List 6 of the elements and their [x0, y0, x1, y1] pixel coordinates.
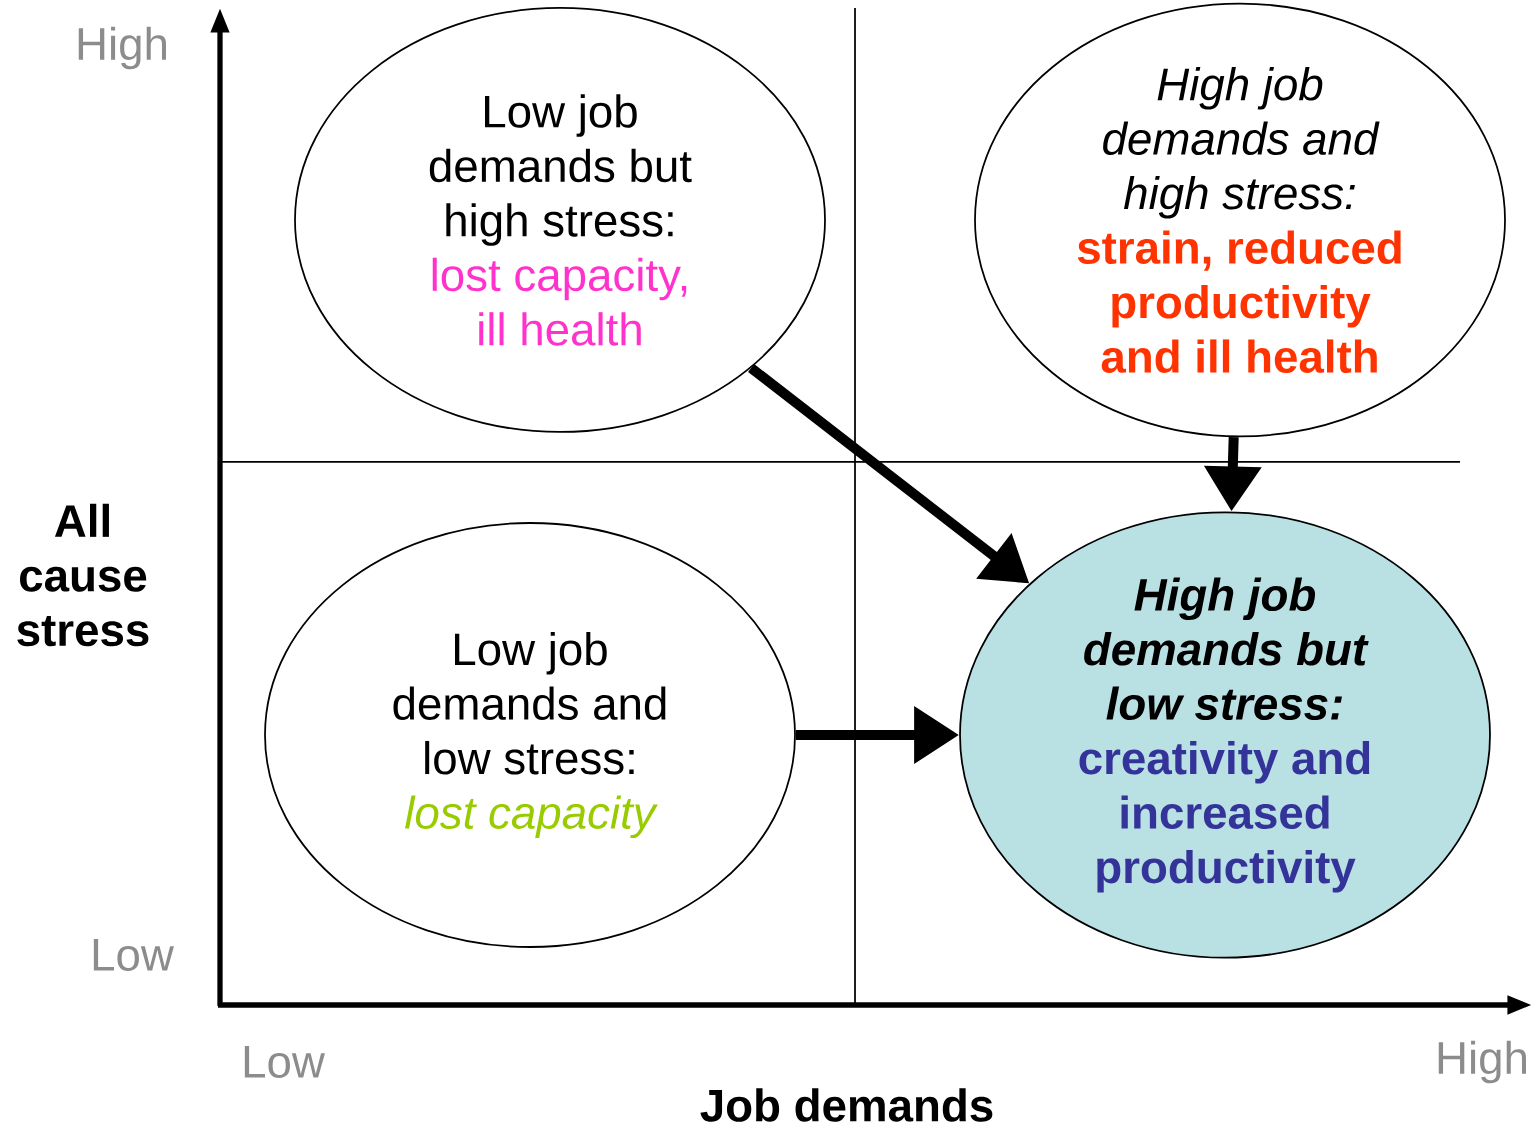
axis-label: Low — [244, 1046, 325, 1078]
axis-label: High — [1438, 1040, 1526, 1084]
axis-label: Low — [93, 939, 174, 971]
axis-label: All cause stress — [17, 503, 149, 647]
axis-label: High — [78, 26, 166, 70]
axis-label: Job demands — [700, 1088, 993, 1122]
